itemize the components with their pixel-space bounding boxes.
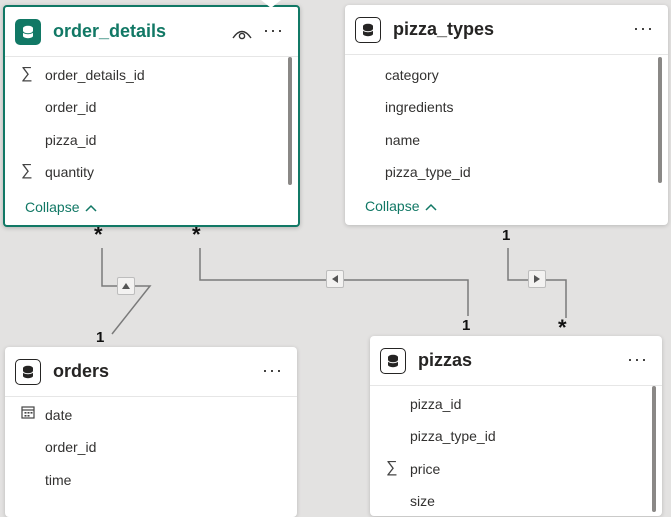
field-name: order_details_id bbox=[45, 67, 145, 83]
more-options-icon[interactable]: ··· bbox=[262, 360, 283, 380]
field-row[interactable]: time bbox=[5, 464, 297, 496]
filter-direction-right-icon[interactable] bbox=[528, 270, 546, 288]
field-row[interactable]: ∑ price bbox=[370, 453, 662, 485]
collapse-label: Collapse bbox=[25, 199, 80, 215]
cardinality-one-types-pizzas: 1 bbox=[502, 227, 511, 244]
card-title: pizzas bbox=[418, 350, 473, 370]
field-row[interactable]: name bbox=[345, 124, 668, 156]
field-name: price bbox=[410, 461, 441, 477]
cardinality-many-details-orders: * bbox=[94, 222, 103, 247]
database-icon bbox=[355, 17, 381, 43]
field-name: pizza_type_id bbox=[385, 164, 471, 180]
filter-direction-left-icon[interactable] bbox=[326, 270, 344, 288]
collapse-button[interactable]: Collapse bbox=[365, 198, 438, 214]
field-name: pizza_type_id bbox=[410, 428, 496, 444]
scrollbar[interactable] bbox=[658, 57, 662, 183]
table-card-orders[interactable]: orders ··· date order_id time bbox=[5, 347, 297, 517]
field-name: quantity bbox=[45, 164, 95, 180]
cardinality-one-details-orders: 1 bbox=[96, 329, 105, 346]
card-header[interactable]: order_details ··· bbox=[5, 7, 298, 57]
field-name: order_id bbox=[45, 439, 97, 455]
field-row[interactable]: pizza_id bbox=[370, 388, 662, 420]
field-row[interactable]: order_id bbox=[5, 431, 297, 463]
calendar-icon bbox=[21, 405, 35, 424]
field-row[interactable]: size bbox=[370, 485, 662, 516]
field-name: name bbox=[385, 132, 421, 148]
chevron-up-icon bbox=[85, 201, 98, 215]
field-row[interactable]: ∑ order_details_id bbox=[5, 59, 298, 91]
field-row[interactable]: order_id bbox=[5, 91, 298, 123]
card-title: orders bbox=[53, 361, 110, 381]
chevron-up-icon bbox=[425, 200, 438, 214]
card-header[interactable]: pizzas ··· bbox=[370, 336, 662, 386]
card-title: order_details bbox=[53, 21, 167, 41]
collapse-button[interactable]: Collapse bbox=[25, 199, 98, 215]
field-row[interactable]: pizza_id bbox=[5, 124, 298, 156]
field-name: date bbox=[45, 407, 73, 423]
field-row[interactable]: pizza_type_id bbox=[370, 420, 662, 452]
card-header[interactable]: pizza_types ··· bbox=[345, 5, 668, 55]
sigma-icon: ∑ bbox=[21, 65, 33, 82]
more-options-icon[interactable]: ··· bbox=[627, 349, 648, 369]
field-name: time bbox=[45, 472, 72, 488]
scrollbar[interactable] bbox=[652, 386, 656, 512]
hidden-eye-icon[interactable] bbox=[232, 27, 252, 45]
table-card-order-details[interactable]: order_details ··· ∑ order_details_id ord… bbox=[3, 5, 300, 227]
scrollbar[interactable] bbox=[288, 57, 292, 185]
cardinality-many-details-pizzas: * bbox=[192, 222, 201, 247]
card-header[interactable]: orders ··· bbox=[5, 347, 297, 397]
more-options-icon[interactable]: ··· bbox=[633, 18, 654, 38]
field-name: order_id bbox=[45, 99, 97, 115]
field-row[interactable]: ∑ quantity bbox=[5, 156, 298, 188]
filter-direction-up-icon[interactable] bbox=[117, 277, 135, 295]
cardinality-one-details-pizzas: 1 bbox=[462, 317, 471, 334]
collapse-label: Collapse bbox=[365, 198, 420, 214]
sigma-icon: ∑ bbox=[21, 162, 33, 179]
selection-pointer bbox=[261, 0, 281, 8]
field-name: category bbox=[385, 67, 439, 83]
table-card-pizzas[interactable]: pizzas ··· pizza_id pizza_type_id ∑ pric… bbox=[370, 336, 662, 516]
table-card-pizza-types[interactable]: pizza_types ··· category ingredients nam… bbox=[345, 5, 668, 225]
more-options-icon[interactable]: ··· bbox=[263, 20, 284, 40]
field-name: pizza_id bbox=[45, 132, 97, 148]
field-row[interactable]: pizza_type_id bbox=[345, 156, 668, 188]
database-icon bbox=[380, 348, 406, 374]
field-name: size bbox=[410, 493, 435, 509]
field-row[interactable]: category bbox=[345, 59, 668, 91]
database-icon bbox=[15, 359, 41, 385]
field-row[interactable]: date bbox=[5, 399, 297, 431]
field-row[interactable]: ingredients bbox=[345, 91, 668, 123]
database-icon bbox=[15, 19, 41, 45]
card-title: pizza_types bbox=[393, 19, 495, 39]
field-name: pizza_id bbox=[410, 396, 462, 412]
sigma-icon: ∑ bbox=[386, 459, 398, 476]
cardinality-many-types-pizzas: * bbox=[558, 315, 567, 340]
field-name: ingredients bbox=[385, 99, 454, 115]
